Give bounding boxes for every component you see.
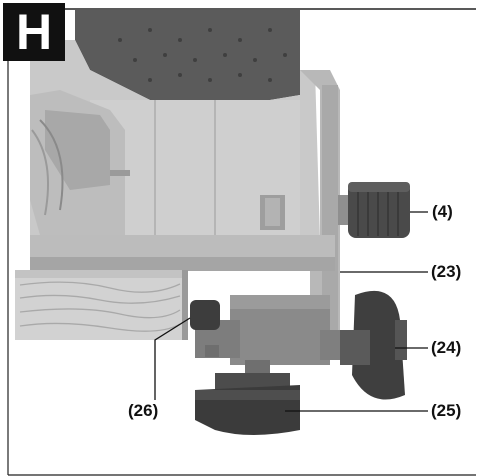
figure-label-badge: H xyxy=(3,3,65,61)
router-grip xyxy=(75,10,300,100)
callout-4: (4) xyxy=(432,202,453,221)
knob-4 xyxy=(338,182,410,238)
leader-lines xyxy=(154,211,428,412)
callout-25: (25) xyxy=(431,401,462,420)
wood-workpiece xyxy=(15,270,188,340)
knob-25 xyxy=(195,373,300,435)
callout-23: (23) xyxy=(431,262,462,281)
callout-24: (24) xyxy=(431,338,462,357)
base-plate xyxy=(30,235,335,271)
callout-26: (26) xyxy=(128,401,159,420)
guide-mechanism xyxy=(190,295,350,380)
side-bracket xyxy=(300,70,340,340)
router-body xyxy=(30,40,320,240)
knob-24 xyxy=(340,290,407,400)
